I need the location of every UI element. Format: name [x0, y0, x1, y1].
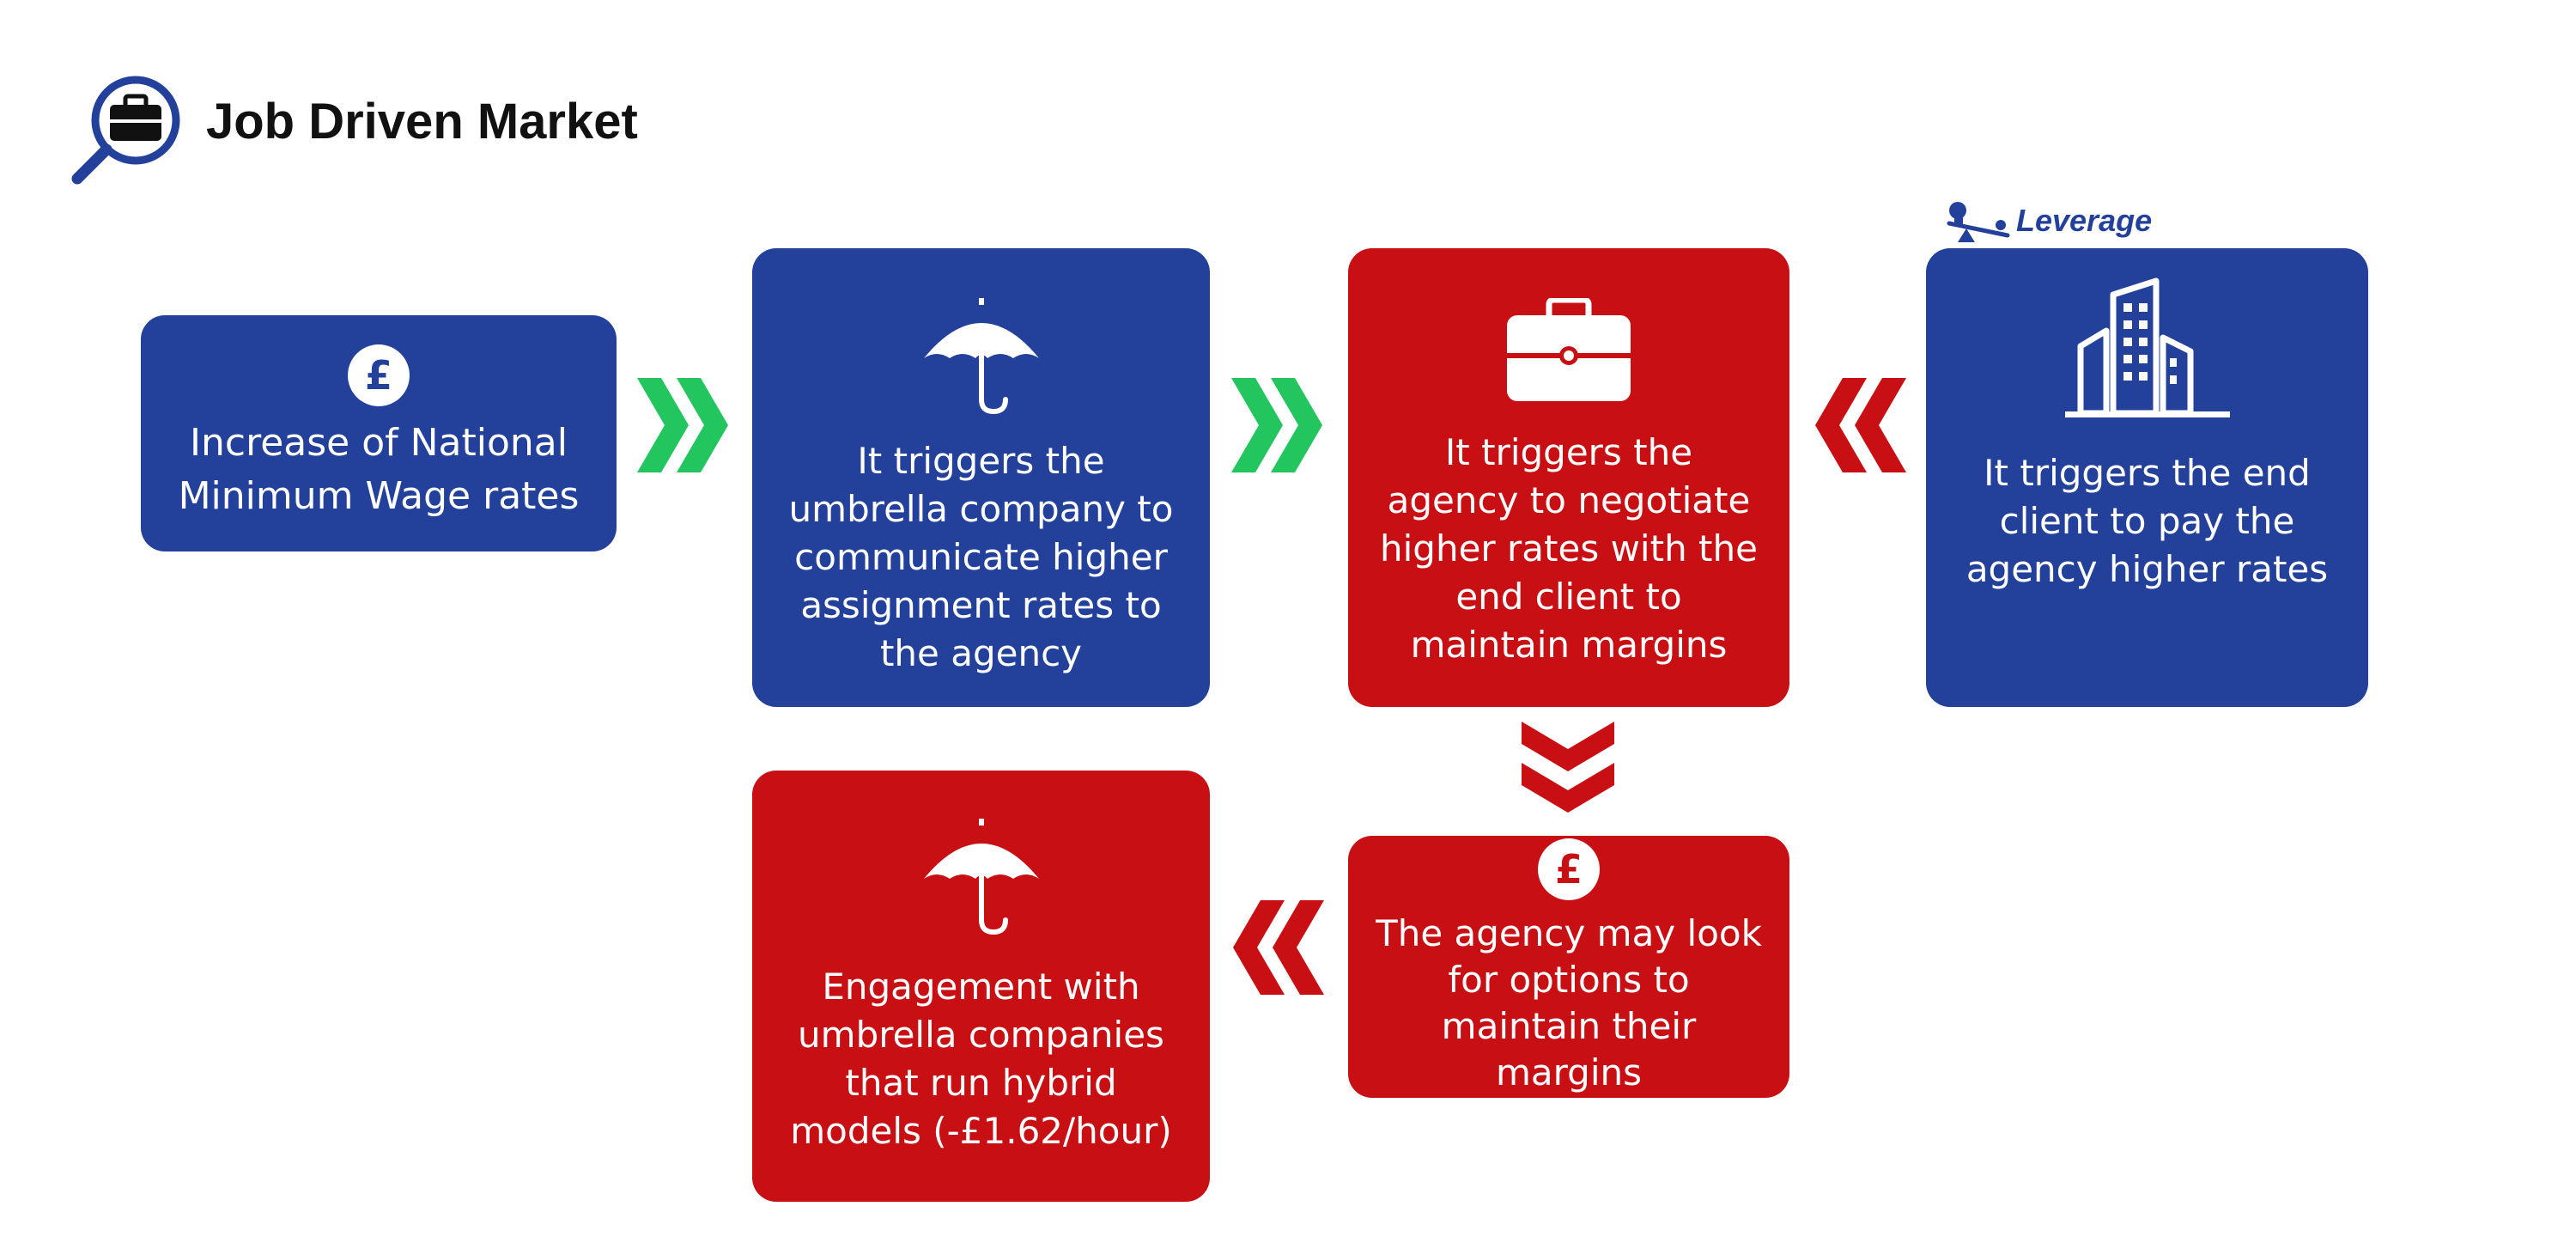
- pound-coin-icon: £: [348, 344, 410, 406]
- node-umbrella-company: It triggers the umbrella company to comm…: [752, 248, 1210, 707]
- magnifier-briefcase-icon: [71, 76, 180, 185]
- pound-coin-icon: £: [1538, 838, 1600, 900]
- node-hybrid-umbrella: Engagement with umbrella companies that …: [752, 771, 1210, 1202]
- double-chevron-right-icon: [1231, 378, 1322, 472]
- page-title: Job Driven Market: [206, 94, 638, 149]
- briefcase-icon: [1507, 298, 1631, 401]
- node-end-client: It triggers the end client to pay the ag…: [1926, 248, 2368, 707]
- node-agency-options: £ The agency may look for options to mai…: [1348, 836, 1789, 1098]
- node-options-text: The agency may look for options to maint…: [1376, 911, 1762, 1094]
- node-hybrid-text: Engagement with umbrella companies that …: [790, 966, 1172, 1152]
- double-chevron-right-icon: [637, 378, 728, 472]
- node-nmw-text: Increase of National Minimum Wage rates: [178, 420, 580, 518]
- buildings-icon: [2064, 277, 2230, 417]
- node-client-text: It triggers the end client to pay the ag…: [1965, 452, 2329, 590]
- node-nmw-increase: £ Increase of National Minimum Wage rate…: [141, 315, 617, 551]
- umbrella-icon: [923, 819, 1039, 935]
- node-umbrella-text: It triggers the umbrella company to comm…: [788, 440, 1174, 674]
- seesaw-icon: [1947, 202, 2010, 242]
- node-agency-negotiate: It triggers the agency to negotiate high…: [1348, 248, 1789, 707]
- double-chevron-left-icon: [1815, 378, 1906, 472]
- double-chevron-left-icon: [1233, 900, 1324, 995]
- leverage-label: Leverage: [2016, 203, 2153, 238]
- double-chevron-down-icon: [1522, 722, 1614, 813]
- umbrella-icon: [923, 298, 1039, 415]
- node-agency-text: It triggers the agency to negotiate high…: [1380, 431, 1758, 666]
